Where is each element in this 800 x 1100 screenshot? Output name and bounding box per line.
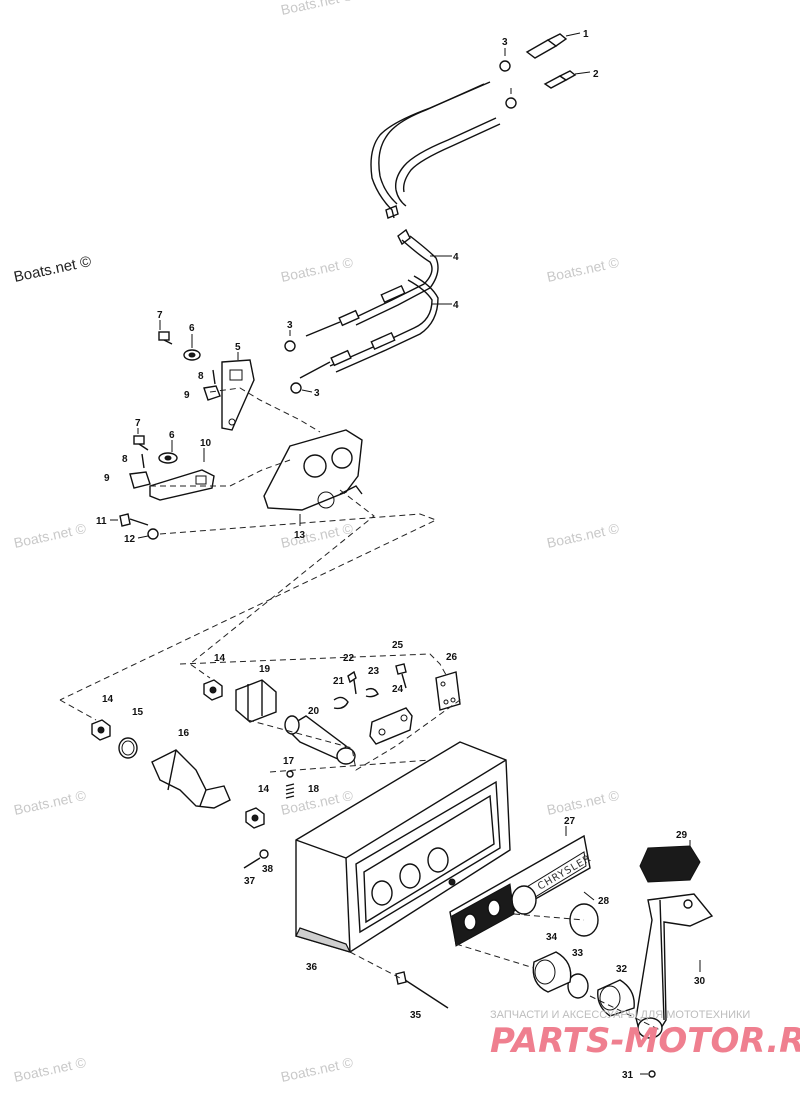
callout-10: 10 <box>200 438 212 449</box>
callout-22: 22 <box>343 653 355 664</box>
callout-9: 9 <box>104 473 110 484</box>
callout-8: 8 <box>198 371 204 382</box>
callout-34: 34 <box>546 932 558 943</box>
ring-33 <box>567 973 589 999</box>
lever-10 <box>149 469 215 501</box>
callout-14: 14 <box>102 694 114 705</box>
callout-4: 4 <box>453 252 459 263</box>
shaft-16 <box>151 749 231 809</box>
callout-16: 16 <box>178 728 190 739</box>
nut-icon <box>147 528 159 540</box>
bracket-group <box>59 331 461 721</box>
callout-24: 24 <box>392 684 404 695</box>
grip-29 <box>639 845 701 883</box>
bracket-24 <box>369 707 413 745</box>
callout-36: 36 <box>306 962 318 973</box>
callout-numbers: 1 2 3 3 3 4 4 5 6 6 7 7 8 8 9 9 10 11 12… <box>96 29 706 1081</box>
watermark: Boats.net © <box>545 787 621 818</box>
watermark: Boats.net © <box>279 0 355 18</box>
callout-3: 3 <box>502 37 508 48</box>
shop-watermark: ЗАПЧАСТИ И АКСЕССУАРЫ ДЛЯ МОТОТЕХНИКИ PA… <box>490 1009 800 1061</box>
callout-2: 2 <box>593 69 599 80</box>
callout-13: 13 <box>294 530 306 541</box>
callout-31: 31 <box>622 1070 634 1081</box>
callout-7: 7 <box>157 310 163 321</box>
callout-7: 7 <box>135 418 141 429</box>
ring-32 <box>597 979 635 1017</box>
callout-18: 18 <box>308 784 320 795</box>
callout-20: 20 <box>308 706 320 717</box>
coupler-19 <box>235 679 277 723</box>
cable-assembly-top <box>284 32 591 394</box>
watermark-main: Boats.net © <box>12 253 92 286</box>
callout-3: 3 <box>314 388 320 399</box>
handle-group <box>243 845 714 1078</box>
callout-38: 38 <box>262 864 274 875</box>
callout-23: 23 <box>368 666 380 677</box>
callout-25: 25 <box>392 640 404 651</box>
callout-6: 6 <box>169 430 175 441</box>
plate-26 <box>435 671 461 711</box>
decal-27: CHRYSLER <box>449 834 594 947</box>
handle-arm-30 <box>635 893 714 1037</box>
leader-lines <box>110 48 701 1075</box>
callout-21: 21 <box>333 676 345 687</box>
callout-12: 12 <box>124 534 136 545</box>
callout-5: 5 <box>235 342 241 353</box>
callout-14: 14 <box>258 784 270 795</box>
callout-9: 9 <box>184 390 190 401</box>
callout-14: 14 <box>214 653 226 664</box>
shift-assembly <box>91 663 461 829</box>
cup-34 <box>532 951 572 993</box>
callout-17: 17 <box>283 756 295 767</box>
shop-logo: PARTS-MOTOR.RU <box>490 1021 800 1061</box>
callout-19: 19 <box>259 664 271 675</box>
callout-27: 27 <box>564 816 576 827</box>
callout-28: 28 <box>598 896 610 907</box>
watermark: Boats.net © <box>279 520 355 551</box>
callout-6: 6 <box>189 323 195 334</box>
nut-icon <box>290 382 302 394</box>
shop-tagline: ЗАПЧАСТИ И АКСЕССУАРЫ ДЛЯ МОТОТЕХНИКИ <box>490 1009 750 1021</box>
callout-11: 11 <box>96 516 107 527</box>
callout-3: 3 <box>287 320 293 331</box>
callout-4: 4 <box>453 300 459 311</box>
watermark: Boats.net © <box>12 787 88 818</box>
watermark: Boats.net © <box>279 254 355 285</box>
cable-end-2 <box>543 70 591 89</box>
callout-29: 29 <box>676 830 688 841</box>
watermark: Boats.net © <box>12 1054 88 1085</box>
nut-icon <box>284 340 296 352</box>
watermark: Boats.net © <box>279 1054 355 1085</box>
callout-35: 35 <box>410 1010 422 1021</box>
callout-30: 30 <box>694 976 706 987</box>
nut-icon <box>499 60 511 72</box>
callout-32: 32 <box>616 964 628 975</box>
cable-end-1 <box>525 32 581 59</box>
watermark: Boats.net © <box>545 520 621 551</box>
watermark: Boats.net © <box>12 520 88 551</box>
callout-1: 1 <box>583 29 589 40</box>
watermark: Boats.net © <box>545 254 621 285</box>
callout-8: 8 <box>122 454 128 465</box>
callout-33: 33 <box>572 948 584 959</box>
control-box-36 <box>295 741 511 953</box>
nut-icon <box>505 97 517 109</box>
callout-26: 26 <box>446 652 458 663</box>
callout-37: 37 <box>244 876 256 887</box>
callout-15: 15 <box>132 707 144 718</box>
